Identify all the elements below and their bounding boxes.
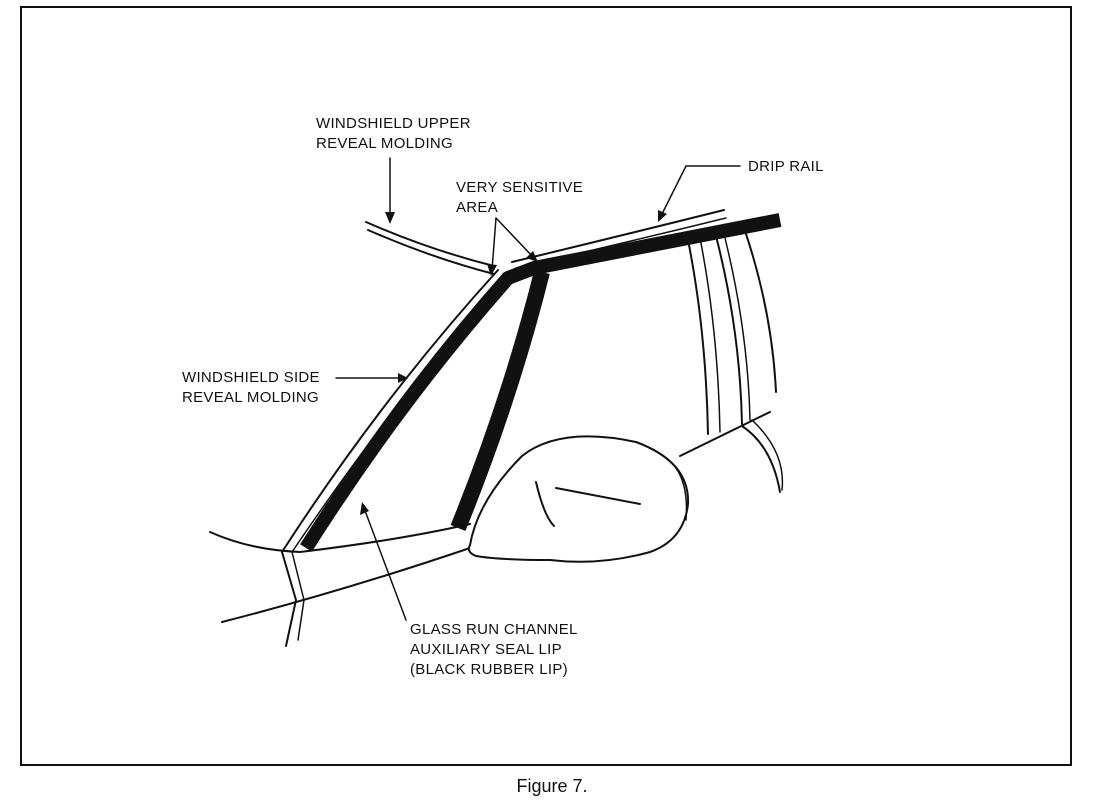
b-pillar-line-3 <box>715 235 743 425</box>
figure-frame <box>20 6 1072 766</box>
label-windshield-side-reveal-molding: WINDSHIELD SIDE REVEAL MOLDING <box>182 369 320 406</box>
door-belt-inner <box>741 425 781 493</box>
arrow-sensitive-left <box>487 264 497 276</box>
b-pillar-line-4 <box>723 233 751 421</box>
b-pillar-line-2 <box>699 237 721 433</box>
side-mirror-edge <box>659 453 688 521</box>
division-post-seal <box>450 270 550 532</box>
side-mirror-rim <box>535 481 555 527</box>
leader-sensitive-left <box>491 217 497 271</box>
figure-caption: Figure 7. <box>516 776 588 796</box>
arrow-side-reveal <box>398 373 408 383</box>
arrow-upper-reveal <box>385 212 395 224</box>
b-pillar-line-1 <box>687 239 709 435</box>
arrow-glass-run <box>360 502 369 515</box>
hood-line <box>209 531 301 553</box>
door-belt <box>679 411 771 457</box>
fender-line <box>281 551 297 647</box>
door-lower-edge <box>221 547 471 623</box>
windshield-upper-reveal-molding-inner <box>367 229 495 275</box>
arrow-sensitive-right <box>526 251 538 262</box>
windshield-side-reveal-molding <box>281 269 499 553</box>
leader-sensitive-right <box>495 217 535 259</box>
label-windshield-upper-reveal-molding: WINDSHIELD UPPER REVEAL MOLDING <box>316 115 471 152</box>
drip-rail <box>511 209 725 263</box>
b-pillar-line-5 <box>743 227 777 393</box>
side-mirror-glass <box>555 487 641 505</box>
door-belt-inner-2 <box>751 419 784 491</box>
leader-glass-run <box>363 507 407 621</box>
windshield-upper-reveal-molding <box>365 221 495 267</box>
label-very-sensitive-area: VERY SENSITIVE AREA <box>456 179 584 216</box>
label-glass-run-channel: GLASS RUN CHANNEL AUXILIARY SEAL LIP (BL… <box>410 621 578 678</box>
leader-drip-rail <box>659 165 741 219</box>
label-drip-rail: DRIP RAIL <box>748 158 824 175</box>
glass-run-channel-seal <box>300 213 782 552</box>
arrow-drip-rail <box>658 210 667 222</box>
belt-line <box>299 523 471 553</box>
side-mirror <box>467 435 690 563</box>
